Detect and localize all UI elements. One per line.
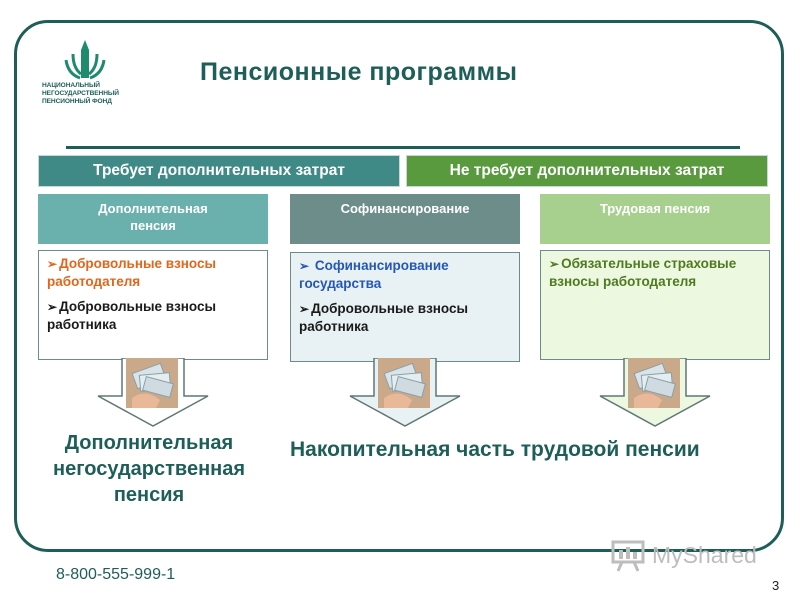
item-text: Обязательные страховые взносы работодате… (549, 256, 737, 289)
heading-line: Дополнительная (98, 201, 208, 216)
outcome-line: Дополнительная (64, 432, 234, 454)
npf-logo-icon (64, 40, 106, 80)
column-heading-labor-pension: Трудовая пенсия (540, 194, 770, 244)
logo-text: НАЦИОНАЛЬНЫЙ НЕГОСУДАРСТВЕННЫЙ ПЕНСИОННЫ… (42, 82, 130, 106)
list-item: ➢Добровольные взносы работодателя (47, 255, 259, 290)
column-heading-additional-pension: Дополнительная пенсия (38, 194, 268, 244)
logo-line: НАЦИОНАЛЬНЫЙ (42, 82, 100, 89)
money-hand-icon (378, 358, 430, 408)
logo-line: НЕГОСУДАРСТВЕННЫЙ (42, 90, 119, 97)
slide-frame (14, 20, 784, 552)
page-title: Пенсионные программы (200, 58, 518, 86)
list-item: ➢Добровольные взносы работника (47, 298, 259, 333)
money-hand-icon (126, 358, 178, 408)
category-no-extra-costs: Не требует дополнительных затрат (406, 155, 768, 187)
heading-line: пенсия (130, 218, 176, 233)
heading-line: Софинансирование (340, 201, 470, 216)
watermark: MyShared (608, 538, 764, 572)
bullet-arrow-icon: ➢ (549, 257, 560, 271)
column-box-cofinancing: ➢ Софинансирование государства ➢Добровол… (290, 252, 520, 362)
column-box-labor-pension: ➢Обязательные страховые взносы работодат… (540, 250, 770, 360)
outcome-additional-npf-pension: Дополнительная негосударственная пенсия (32, 430, 266, 508)
list-item: ➢ Софинансирование государства (299, 257, 511, 292)
outcome-line: негосударственная (52, 458, 246, 480)
column-heading-cofinancing: Софинансирование (290, 194, 520, 244)
page-number: 3 (772, 578, 780, 593)
phone-number: 8-800-555-999-1 (56, 566, 176, 583)
title-divider (66, 146, 740, 149)
bullet-arrow-icon: ➢ (47, 257, 58, 271)
item-text: Софинансирование государства (299, 258, 449, 291)
list-item: ➢Добровольные взносы работника (299, 300, 511, 335)
list-item: ➢Обязательные страховые взносы работодат… (549, 255, 761, 290)
presentation-board-icon (611, 540, 645, 572)
bullet-arrow-icon: ➢ (47, 300, 58, 314)
category-extra-costs: Требует дополнительных затрат (38, 155, 400, 187)
watermark-text: MyShared (652, 542, 757, 568)
money-hand-icon (628, 358, 680, 408)
logo-line: ПЕНСИОННЫЙ ФОНД (42, 98, 112, 105)
item-text: Добровольные взносы работодателя (47, 256, 217, 289)
outcome-funded-pension: Накопительная часть трудовой пенсии (290, 438, 700, 461)
npf-logo: НАЦИОНАЛЬНЫЙ НЕГОСУДАРСТВЕННЫЙ ПЕНСИОННЫ… (42, 38, 130, 116)
bullet-arrow-icon: ➢ (299, 259, 310, 273)
column-box-additional-pension: ➢Добровольные взносы работодателя ➢Добро… (38, 250, 268, 360)
outcome-line: пенсия (113, 484, 185, 506)
bullet-arrow-icon: ➢ (299, 302, 310, 316)
item-text: Добровольные взносы работника (47, 299, 217, 332)
item-text: Добровольные взносы работника (299, 301, 469, 334)
heading-line: Трудовая пенсия (599, 201, 711, 216)
